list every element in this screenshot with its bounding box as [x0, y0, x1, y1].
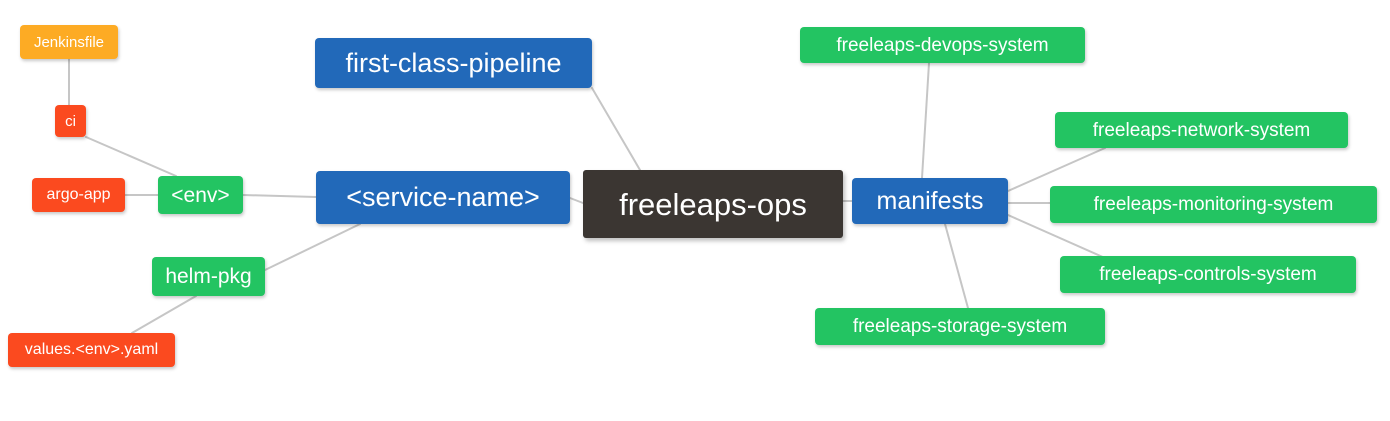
node-freeleaps-devops-system[interactable]: freeleaps-devops-system	[800, 27, 1085, 63]
node-manifests[interactable]: manifests	[852, 178, 1008, 224]
node-first-class-pipeline[interactable]: first-class-pipeline	[315, 38, 592, 88]
edge-env-to-ci	[85, 136, 177, 177]
edge-service-name-to-env	[242, 194, 317, 198]
node-values-yaml[interactable]: values.<env>.yaml	[8, 333, 175, 367]
node-freeleaps-controls-system[interactable]: freeleaps-controls-system	[1060, 256, 1356, 293]
node-freeleaps-ops[interactable]: freeleaps-ops	[583, 170, 843, 238]
node-jenkinsfile[interactable]: Jenkinsfile	[20, 25, 118, 59]
edge-manifests-to-freeleaps-network-system	[1007, 147, 1106, 192]
node-helm-pkg[interactable]: helm-pkg	[152, 257, 265, 296]
edge-freeleaps-ops-to-service-name	[569, 197, 584, 204]
node-argo-app[interactable]: argo-app	[32, 178, 125, 212]
node-freeleaps-network-system[interactable]: freeleaps-network-system	[1055, 112, 1348, 148]
node-env[interactable]: <env>	[158, 176, 243, 214]
node-ci[interactable]: ci	[55, 105, 86, 137]
edge-service-name-to-helm-pkg	[264, 223, 361, 271]
edge-manifests-to-freeleaps-controls-system	[1007, 214, 1106, 259]
edge-freeleaps-ops-to-first-class-pipeline	[591, 87, 641, 171]
node-freeleaps-storage-system[interactable]: freeleaps-storage-system	[815, 308, 1105, 345]
edge-manifests-to-freeleaps-storage-system	[944, 223, 969, 309]
edge-manifests-to-freeleaps-devops-system	[921, 62, 930, 179]
node-freeleaps-monitoring-system[interactable]: freeleaps-monitoring-system	[1050, 186, 1377, 223]
node-service-name[interactable]: <service-name>	[316, 171, 570, 224]
edge-helm-pkg-to-values-yaml	[131, 295, 197, 334]
